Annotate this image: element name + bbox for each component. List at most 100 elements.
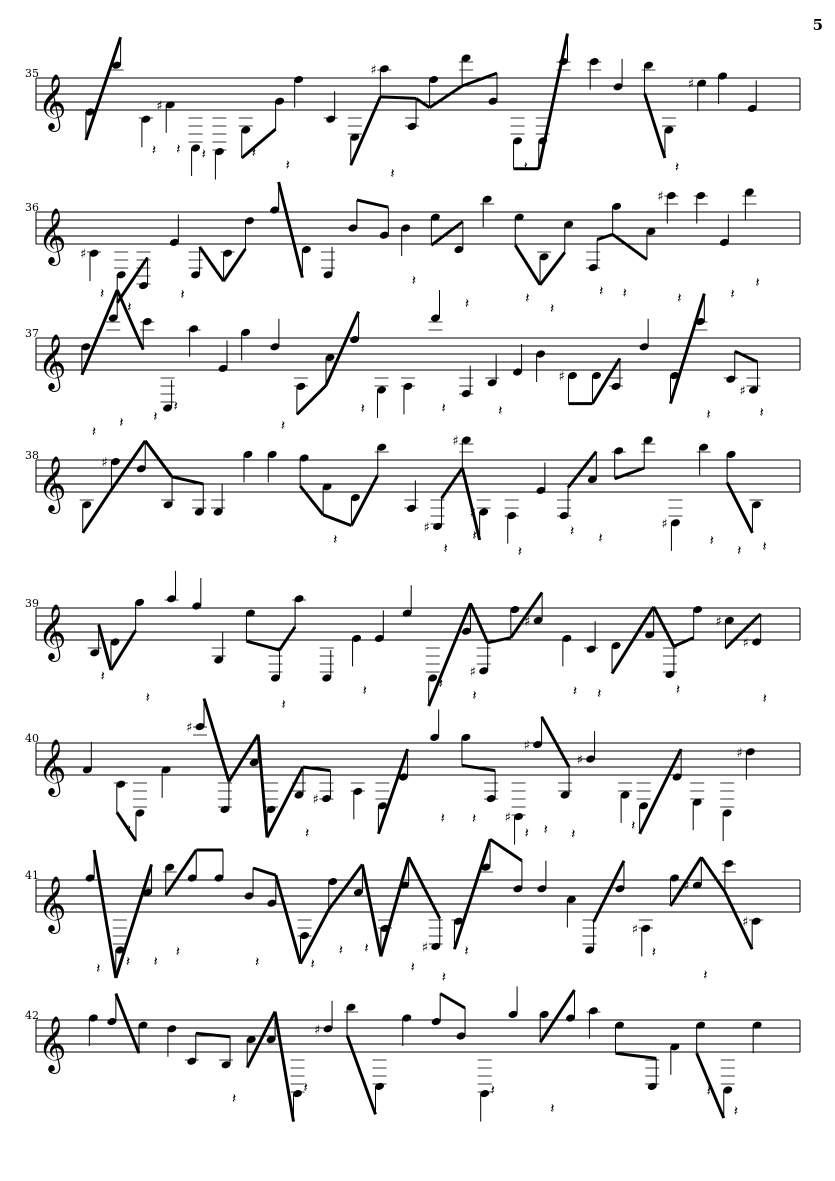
measure-number: 39: [25, 597, 39, 610]
note-head: [89, 249, 99, 257]
sharp-icon: ♯: [186, 721, 192, 736]
beam: [407, 856, 442, 920]
rest-icon: 𝄽: [304, 1080, 308, 1096]
beam: [566, 450, 598, 489]
note-head: [346, 1003, 356, 1011]
note-head: [585, 946, 595, 954]
rest-icon: 𝄽: [710, 533, 714, 549]
rest-icon: 𝄽: [597, 686, 601, 702]
note-head: [350, 133, 360, 141]
note-head: [142, 318, 152, 326]
note-head: [293, 1090, 302, 1098]
note-head: [350, 336, 360, 344]
sharp-icon: ♯: [424, 520, 430, 535]
beam: [415, 97, 431, 109]
beam: [652, 606, 676, 648]
rest-icon: 𝄽: [550, 301, 554, 317]
note-head: [461, 390, 471, 398]
note-head: [165, 101, 175, 109]
note-head: [749, 386, 758, 394]
note-head: [588, 1007, 598, 1015]
note-head: [323, 271, 333, 279]
note-head: [724, 616, 734, 624]
note-head: [348, 224, 358, 232]
sharp-icon: ♯: [101, 456, 107, 471]
rest-icon: 𝄽: [153, 409, 157, 425]
note-head: [139, 282, 149, 290]
note-head: [403, 382, 413, 390]
beam: [164, 849, 198, 897]
note-head: [639, 802, 649, 810]
beam: [256, 734, 269, 838]
note-head: [213, 508, 223, 516]
beam: [273, 1011, 295, 1122]
measure-number: 41: [25, 869, 39, 882]
beam: [114, 863, 153, 979]
beam: [489, 837, 523, 863]
note-head: [643, 436, 653, 444]
sharp-icon: ♯: [736, 746, 742, 761]
beam: [461, 763, 496, 773]
beam: [349, 96, 382, 166]
treble-clef-icon: 𝄞: [38, 739, 66, 797]
note-head: [350, 494, 360, 502]
note-head: [82, 766, 92, 774]
note-head: [135, 809, 145, 817]
note-head: [479, 508, 489, 516]
treble-clef-icon: 𝄞: [38, 604, 66, 662]
note-head: [300, 932, 309, 940]
note-head: [214, 656, 224, 664]
note-head: [454, 246, 464, 254]
rest-icon: 𝄽: [706, 407, 710, 423]
rest-icon: 𝄽: [518, 544, 522, 560]
rest-icon: 𝄽: [146, 690, 150, 706]
beam: [380, 95, 417, 100]
rest-icon: 𝄽: [176, 142, 180, 158]
note-head: [191, 144, 201, 152]
note-head: [322, 483, 332, 491]
beam: [440, 467, 464, 500]
note-head: [513, 368, 523, 376]
note-head: [724, 860, 734, 868]
note-head: [191, 271, 201, 279]
rest-icon: 𝄽: [472, 528, 476, 544]
note-head: [221, 1061, 231, 1069]
beam: [360, 864, 383, 957]
note-head: [241, 328, 251, 336]
note-head: [294, 791, 304, 799]
beam: [439, 992, 466, 1010]
note-head: [722, 809, 732, 817]
note-head: [169, 238, 179, 246]
note-head: [431, 942, 441, 950]
note-head: [752, 638, 762, 646]
note-head: [187, 1057, 197, 1065]
beam: [537, 33, 569, 170]
beam: [92, 849, 118, 979]
beam: [591, 357, 622, 405]
beam: [278, 625, 297, 651]
note-head: [143, 888, 153, 896]
measure-number: 35: [25, 67, 39, 80]
note-head: [294, 76, 304, 84]
beam: [202, 698, 231, 782]
rest-icon: 𝄽: [631, 818, 635, 834]
note-head: [214, 874, 224, 882]
beam: [538, 989, 576, 1044]
sharp-icon: ♯: [470, 665, 476, 680]
beam: [430, 220, 464, 247]
note-head: [564, 220, 574, 228]
note-head: [670, 519, 680, 527]
note-head: [85, 108, 95, 116]
beam: [427, 602, 472, 707]
note-head: [245, 609, 255, 617]
sharp-icon: ♯: [743, 636, 749, 651]
beam: [669, 293, 706, 405]
note-head: [294, 595, 304, 603]
measure-number: 37: [25, 327, 39, 340]
note-head: [670, 372, 679, 380]
note-head: [533, 616, 543, 624]
